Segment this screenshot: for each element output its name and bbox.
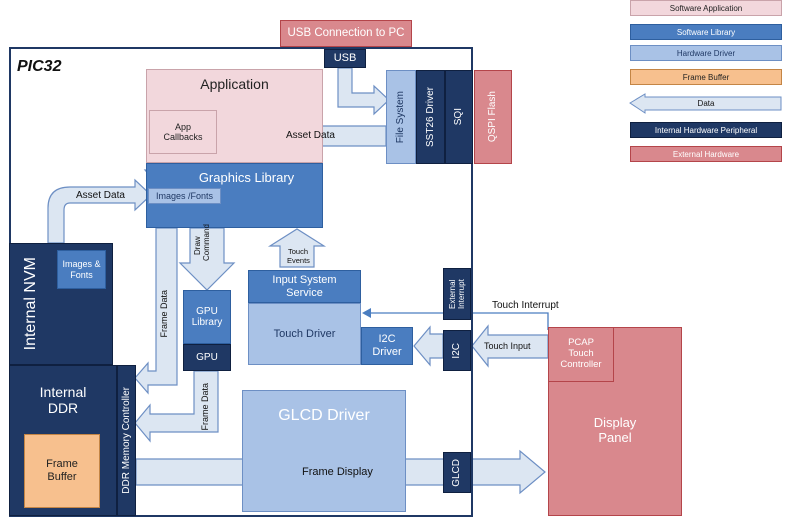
touch-driver-box: Touch Driver xyxy=(248,303,361,365)
touch-input-label: Touch Input xyxy=(484,341,531,351)
file-system-box: File System xyxy=(386,70,416,164)
asset-data-left-arrow xyxy=(47,178,152,244)
sst26-driver-label: SST26 Driver xyxy=(424,86,436,147)
glcd-driver-box: GLCD Driver xyxy=(242,390,406,512)
touch-events-label: Touch Events xyxy=(287,247,310,265)
legend-software-application: Software Application xyxy=(630,0,782,16)
touch-events-arrow xyxy=(267,228,327,268)
glcd-label: GLCD xyxy=(451,458,463,487)
touch-interrupt-label: Touch Interrupt xyxy=(492,300,559,311)
input-system-service-box: Input System Service xyxy=(248,270,361,303)
frame-data-2-arrow xyxy=(134,370,219,443)
frame-data-1-label: Frame Data xyxy=(159,290,169,338)
usb-box: USB xyxy=(324,49,366,68)
sqi-box: SQI xyxy=(445,70,473,164)
legend-frame-buffer: Frame Buffer xyxy=(630,69,782,85)
legend-software-library: Software Library xyxy=(630,24,782,40)
glcd-box: GLCD xyxy=(443,452,471,493)
gpu-library-box: GPU Library xyxy=(183,290,231,344)
external-interrupt-box: External Interrupt xyxy=(443,268,471,320)
pcap-touch-controller-box: PCAP Touch Controller xyxy=(548,327,614,382)
i2c-label: I2C xyxy=(451,342,463,359)
sst26-driver-box: SST26 Driver xyxy=(416,70,445,164)
frame-buffer-box: Frame Buffer xyxy=(24,434,100,508)
pic32-label: PIC32 xyxy=(17,58,62,75)
graphics-library-box: Graphics Library xyxy=(146,163,323,228)
app-callbacks-box: App Callbacks xyxy=(149,110,217,154)
draw-command-arrow xyxy=(178,227,236,291)
asset-data-left-label: Asset Data xyxy=(76,190,125,201)
qspi-flash-box: QSPI Flash xyxy=(474,70,512,164)
i2c-to-driver-arrow xyxy=(413,325,444,367)
glcd-driver-label: GLCD Driver xyxy=(278,407,370,424)
touch-input-arrow xyxy=(471,324,549,368)
asset-data-top-label: Asset Data xyxy=(286,130,335,141)
legend-hardware-driver: Hardware Driver xyxy=(630,45,782,61)
internal-nvm-label: Internal NVM xyxy=(22,257,39,351)
legend-data: Data xyxy=(697,98,715,108)
i2c-driver-box: I2C Driver xyxy=(361,327,413,365)
images-fonts-gl-box: Images /Fonts xyxy=(148,188,221,204)
sqi-label: SQI xyxy=(453,108,465,126)
ddr-memory-controller-label: DDR Memory Controller xyxy=(120,387,132,494)
touch-driver-label: Touch Driver xyxy=(273,327,336,340)
images-fonts-nvm-box: Images & Fonts xyxy=(57,250,106,289)
application-label: Application xyxy=(200,76,269,92)
external-interrupt-label: External Interrupt xyxy=(447,279,466,309)
legend-external-hardware: External Hardware xyxy=(630,146,782,162)
legend-internal-hw-peripheral: Internal Hardware Peripheral xyxy=(630,122,782,138)
frame-display-label: Frame Display xyxy=(302,466,373,478)
graphics-library-label: Graphics Library xyxy=(198,170,295,185)
usb-to-filesystem-arrow xyxy=(337,67,390,116)
i2c-box: I2C xyxy=(443,330,471,371)
usb-connection-box: USB Connection to PC xyxy=(280,20,412,47)
display-panel-label: Display Panel xyxy=(593,414,637,445)
frame-data-1-arrow xyxy=(134,227,178,395)
touch-interrupt-arrow xyxy=(368,312,549,330)
internal-ddr-label: Internal DDR xyxy=(39,384,87,417)
gpu-box: GPU xyxy=(183,344,231,371)
draw-command-label: Draw Command xyxy=(193,224,211,261)
ddr-memory-controller-box: DDR Memory Controller xyxy=(117,365,136,516)
frame-data-2-label: Frame Data xyxy=(200,383,210,431)
qspi-flash-label: QSPI Flash xyxy=(487,91,499,143)
file-system-label: File System xyxy=(395,90,407,144)
